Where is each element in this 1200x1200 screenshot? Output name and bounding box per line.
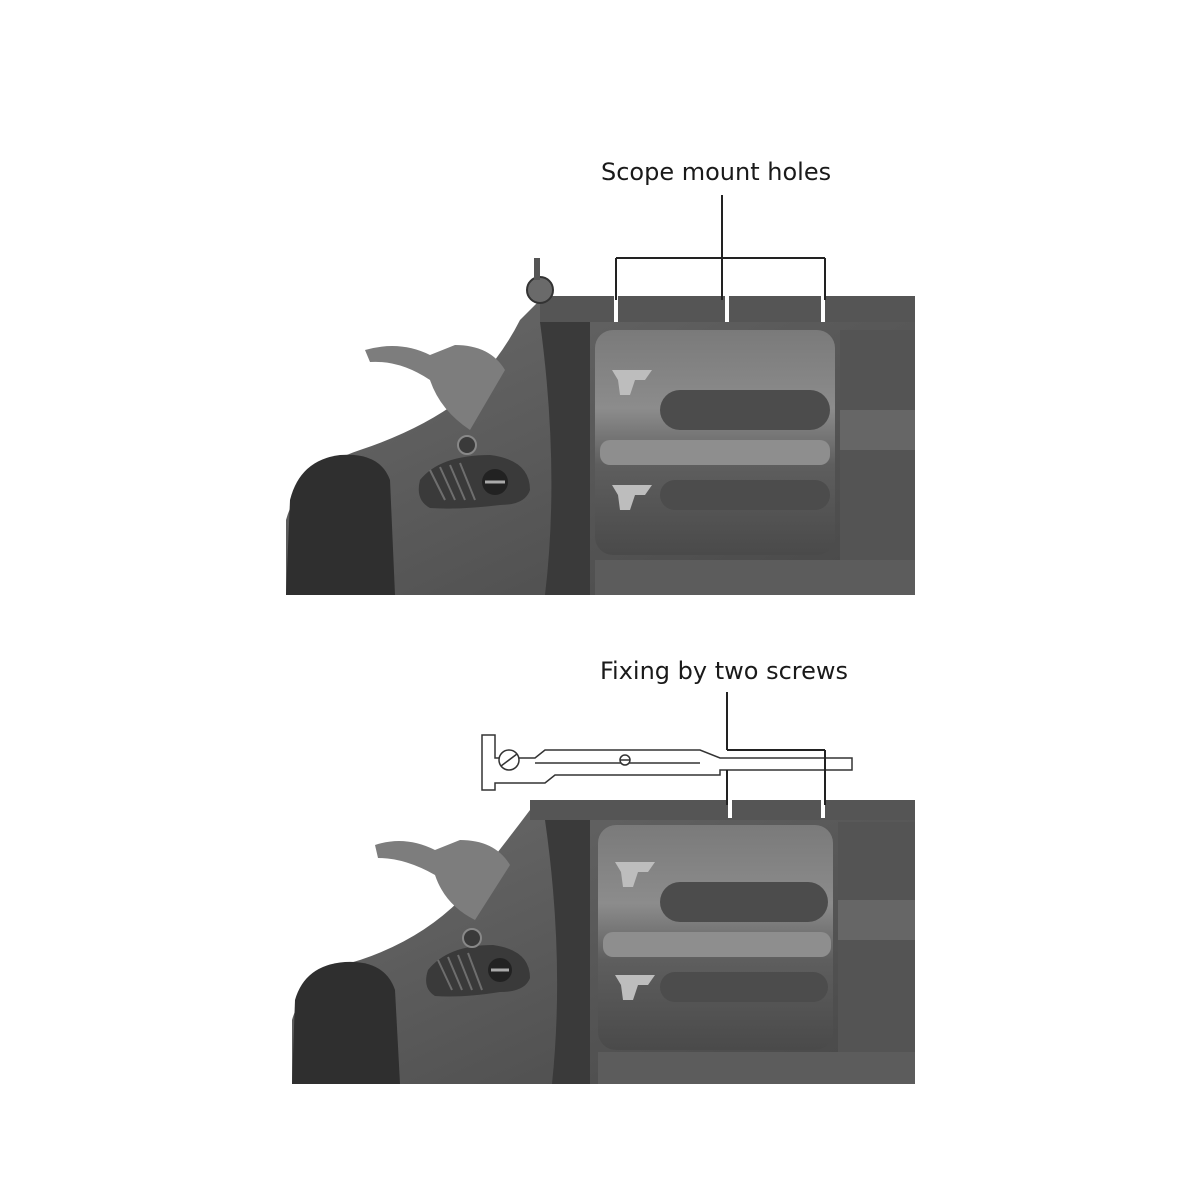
cylinder-highlight <box>600 440 830 465</box>
cylinder-release-latch <box>418 455 530 509</box>
scope-mount <box>481 734 853 791</box>
barrel-band <box>840 410 915 450</box>
frame-bottom-rail <box>595 560 915 595</box>
panel-scope-mount-holes: Scope mount holes <box>286 158 915 595</box>
side-screw <box>457 435 477 455</box>
callout-bracket-top <box>615 195 826 300</box>
cylinder-window <box>540 322 590 595</box>
cylinder-flute-lower <box>660 480 830 510</box>
callout-fixing-by-two-screws: Fixing by two screws <box>600 657 849 685</box>
cylinder-highlight <box>603 932 831 957</box>
revolver-illustration-bottom <box>292 692 915 1084</box>
barrel-band <box>838 900 915 940</box>
hammer <box>365 345 505 430</box>
callout-scope-mount-holes: Scope mount holes <box>601 158 832 186</box>
cylinder-release-latch <box>426 945 530 997</box>
grip <box>286 454 395 595</box>
cylinder-stop-upper <box>612 370 652 395</box>
cylinder-stop-lower <box>615 975 655 1000</box>
cylinder-window <box>545 820 590 1084</box>
side-screw <box>462 928 482 948</box>
grip <box>292 961 400 1084</box>
cylinder-flute-upper <box>660 390 830 430</box>
panel-fixing-by-two-screws: Fixing by two screws <box>0 600 1200 1200</box>
latch-grooves <box>437 952 483 991</box>
barrel <box>838 822 915 1084</box>
hammer <box>375 840 510 920</box>
cylinder-stop-lower <box>612 485 652 510</box>
latch-grooves <box>429 462 476 501</box>
top-strap <box>530 800 915 820</box>
revolver-illustration-top <box>286 195 915 595</box>
cylinder-stop-upper <box>615 862 655 887</box>
barrel <box>840 330 915 595</box>
cylinder-flute-upper <box>660 882 828 922</box>
rear-sight <box>526 276 554 304</box>
callout-bracket-bottom <box>726 692 826 805</box>
frame-bottom-rail <box>598 1052 915 1084</box>
cylinder-flute-lower <box>660 972 828 1002</box>
screw-posts <box>728 785 825 818</box>
